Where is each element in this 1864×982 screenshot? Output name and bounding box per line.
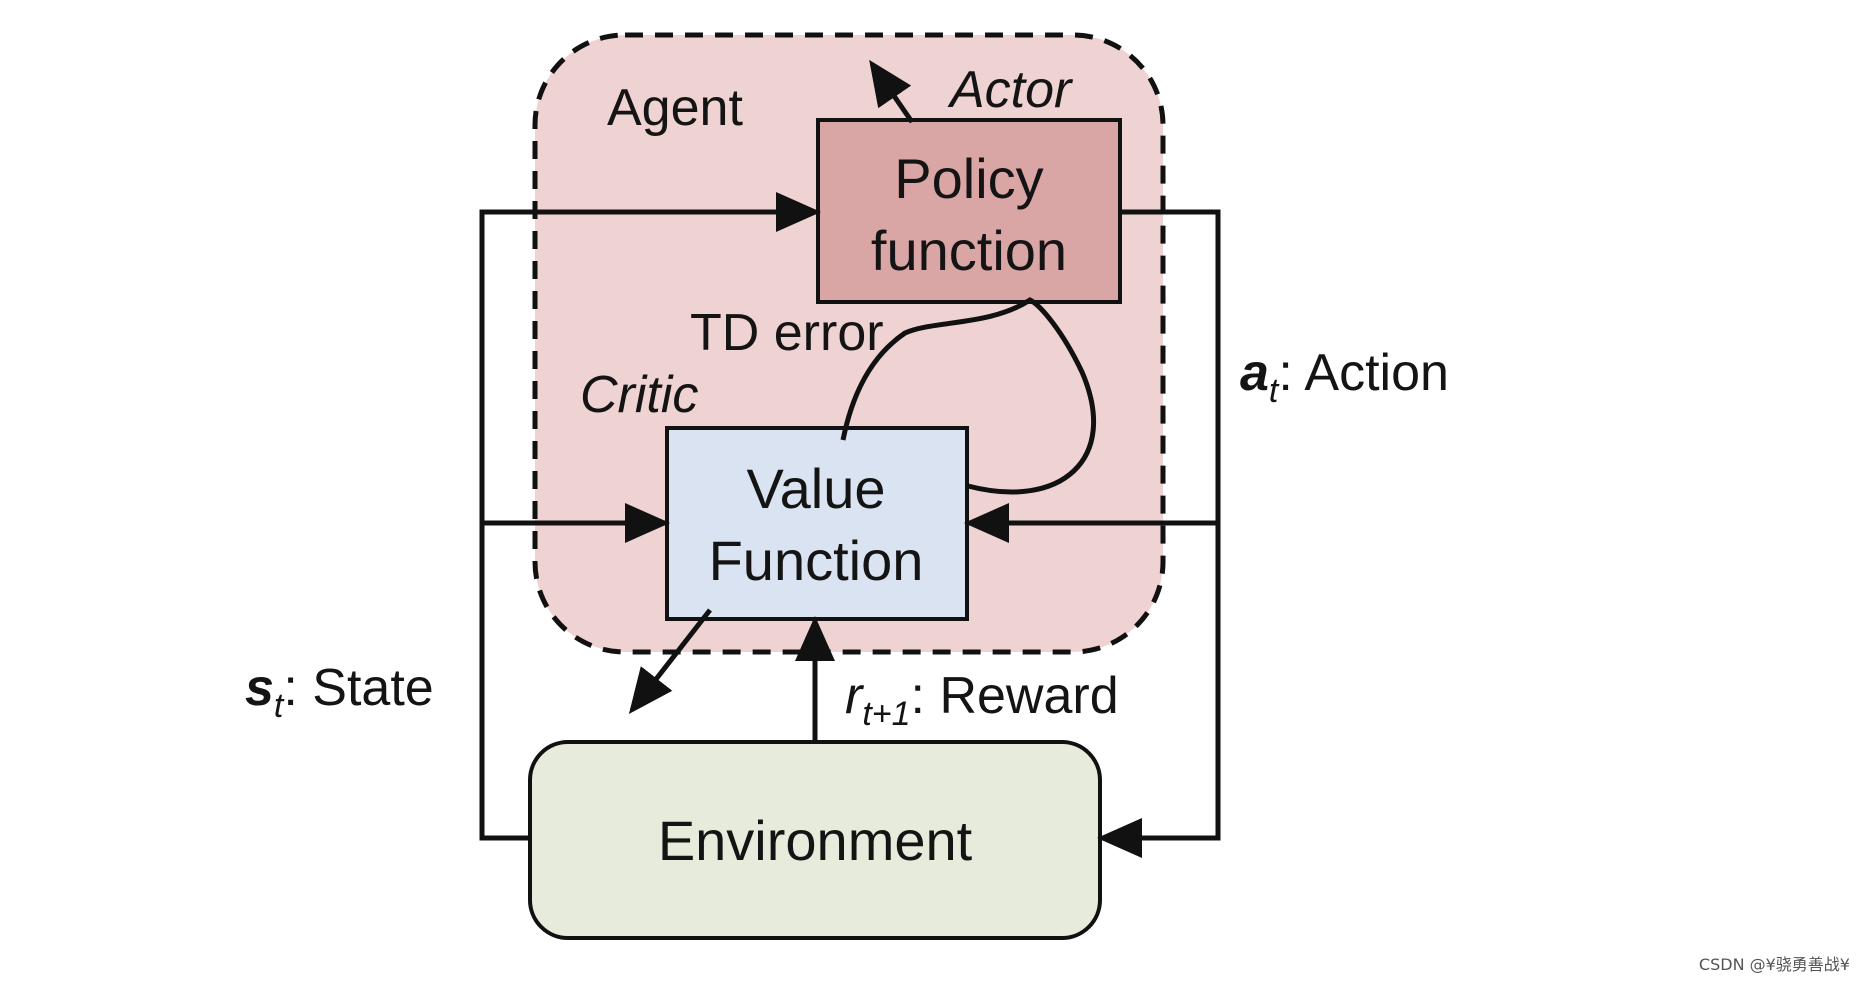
state-label: st: State (245, 659, 434, 725)
td-error-label: TD error (690, 304, 884, 362)
reward-subscript: t+1 (862, 695, 910, 733)
reward-text: : Reward (911, 667, 1119, 725)
action-subscript: t (1269, 372, 1280, 410)
actor-label: Actor (947, 61, 1074, 119)
reward-symbol: r (845, 667, 865, 725)
state-symbol: s (245, 659, 274, 717)
state-text: : State (283, 659, 433, 717)
value-function-line2: Function (709, 529, 924, 592)
action-label: at: Action (1240, 344, 1449, 410)
td-error-curve (840, 297, 1096, 495)
policy-function-line1: Policy (894, 147, 1043, 210)
state-subscript: t (274, 687, 285, 725)
value-function-line1: Value (746, 457, 885, 520)
action-text: : Action (1278, 344, 1449, 402)
reward-label: rt+1: Reward (845, 667, 1119, 733)
agent-label: Agent (607, 79, 743, 137)
critic-update-arrow (628, 608, 712, 714)
critic-label: Critic (580, 366, 698, 424)
policy-function-line2: function (871, 219, 1067, 282)
watermark: CSDN @¥骁勇善战¥ (1699, 955, 1850, 974)
environment-label: Environment (658, 809, 973, 872)
action-symbol: a (1240, 344, 1269, 402)
actor-update-arrow (869, 59, 915, 124)
